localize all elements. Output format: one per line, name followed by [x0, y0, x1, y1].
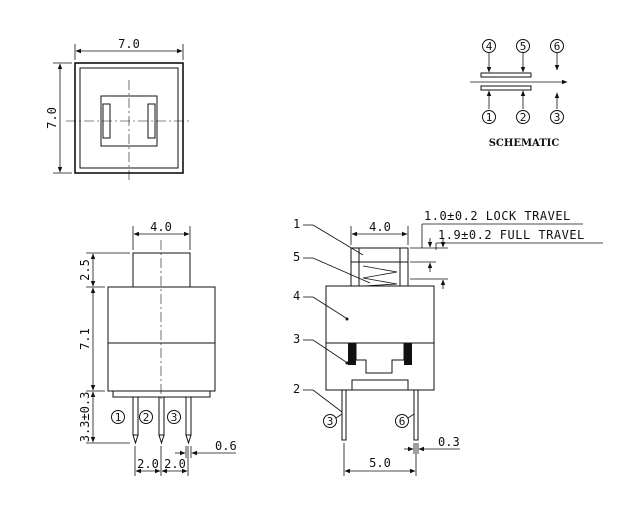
front-view-pitch-2-dim: 2.0 [164, 457, 186, 471]
side-view-callout-5: 5 [293, 250, 300, 264]
top-view-width-dim: 7.0 [118, 37, 140, 51]
front-view-body [107, 286, 216, 392]
schematic-lower-contact [480, 85, 532, 91]
schematic-pin-4: 4 [486, 40, 493, 53]
schematic-pin-6: 6 [554, 40, 561, 53]
front-view-pin-width-dim: 0.6 [215, 439, 237, 453]
side-view-callout-1: 1 [293, 217, 300, 231]
front-view-base [112, 390, 211, 398]
front-view: 1 2 3 4.0 2.5 7.1 3.3±0.3 2.0 2.0 0.6 [78, 220, 237, 476]
front-view-plunger-width-dim: 4.0 [150, 220, 172, 234]
schematic-pin-3: 3 [554, 111, 561, 124]
front-view-pin-length-dim: 3.3±0.3 [78, 392, 92, 443]
schematic-upper-contact [480, 72, 532, 78]
side-view-plunger-width-dim: 4.0 [369, 220, 391, 234]
side-view-plunger [350, 247, 409, 287]
side-view-callout-2: 2 [293, 382, 300, 396]
front-view-pin-1 [132, 396, 139, 436]
front-view-pitch-1-dim: 2.0 [137, 457, 159, 471]
side-view: 3 6 4.0 1.0±0.2 LOCK TRAVEL 1.9±0.2 FULL… [293, 209, 603, 476]
front-view-plunger [132, 252, 191, 288]
side-view-callout-4: 4 [293, 289, 300, 303]
top-view-height-dim: 7.0 [45, 107, 59, 129]
side-view-pin-spacing-dim: 5.0 [369, 456, 391, 470]
schematic-title: SCHEMATIC [489, 138, 560, 149]
side-view-internal-contact [355, 343, 405, 374]
front-view-pin-2 [158, 396, 165, 436]
side-view-spring [362, 265, 398, 287]
front-view-pin-3 [185, 396, 192, 436]
top-view: 7.0 7.0 [45, 37, 192, 183]
schematic: 4 5 6 1 2 3 SCHEMATIC [470, 39, 568, 149]
front-view-pin-label-2: 2 [143, 411, 150, 424]
side-view-full-travel: 1.9±0.2 FULL TRAVEL [438, 228, 585, 242]
top-view-body-inner [79, 67, 179, 169]
front-view-body-height-dim: 7.1 [78, 328, 92, 350]
side-view-body [325, 285, 435, 391]
side-view-pin-thickness-dim: 0.3 [438, 435, 460, 449]
side-view-callout-3: 3 [293, 332, 300, 346]
front-view-pin-label-1: 1 [115, 411, 122, 424]
schematic-pin-2: 2 [520, 111, 527, 124]
side-view-pin-3 [341, 389, 347, 441]
front-view-plunger-height-dim: 2.5 [78, 259, 92, 281]
side-view-pin-label-3: 3 [327, 415, 334, 428]
side-view-pin-label-6: 6 [399, 415, 406, 428]
schematic-pin-5: 5 [520, 40, 527, 53]
front-view-pin-label-3: 3 [171, 411, 178, 424]
side-view-pin-6 [413, 389, 419, 441]
side-view-lock-travel: 1.0±0.2 LOCK TRAVEL [424, 209, 571, 223]
schematic-pin-1: 1 [486, 111, 493, 124]
